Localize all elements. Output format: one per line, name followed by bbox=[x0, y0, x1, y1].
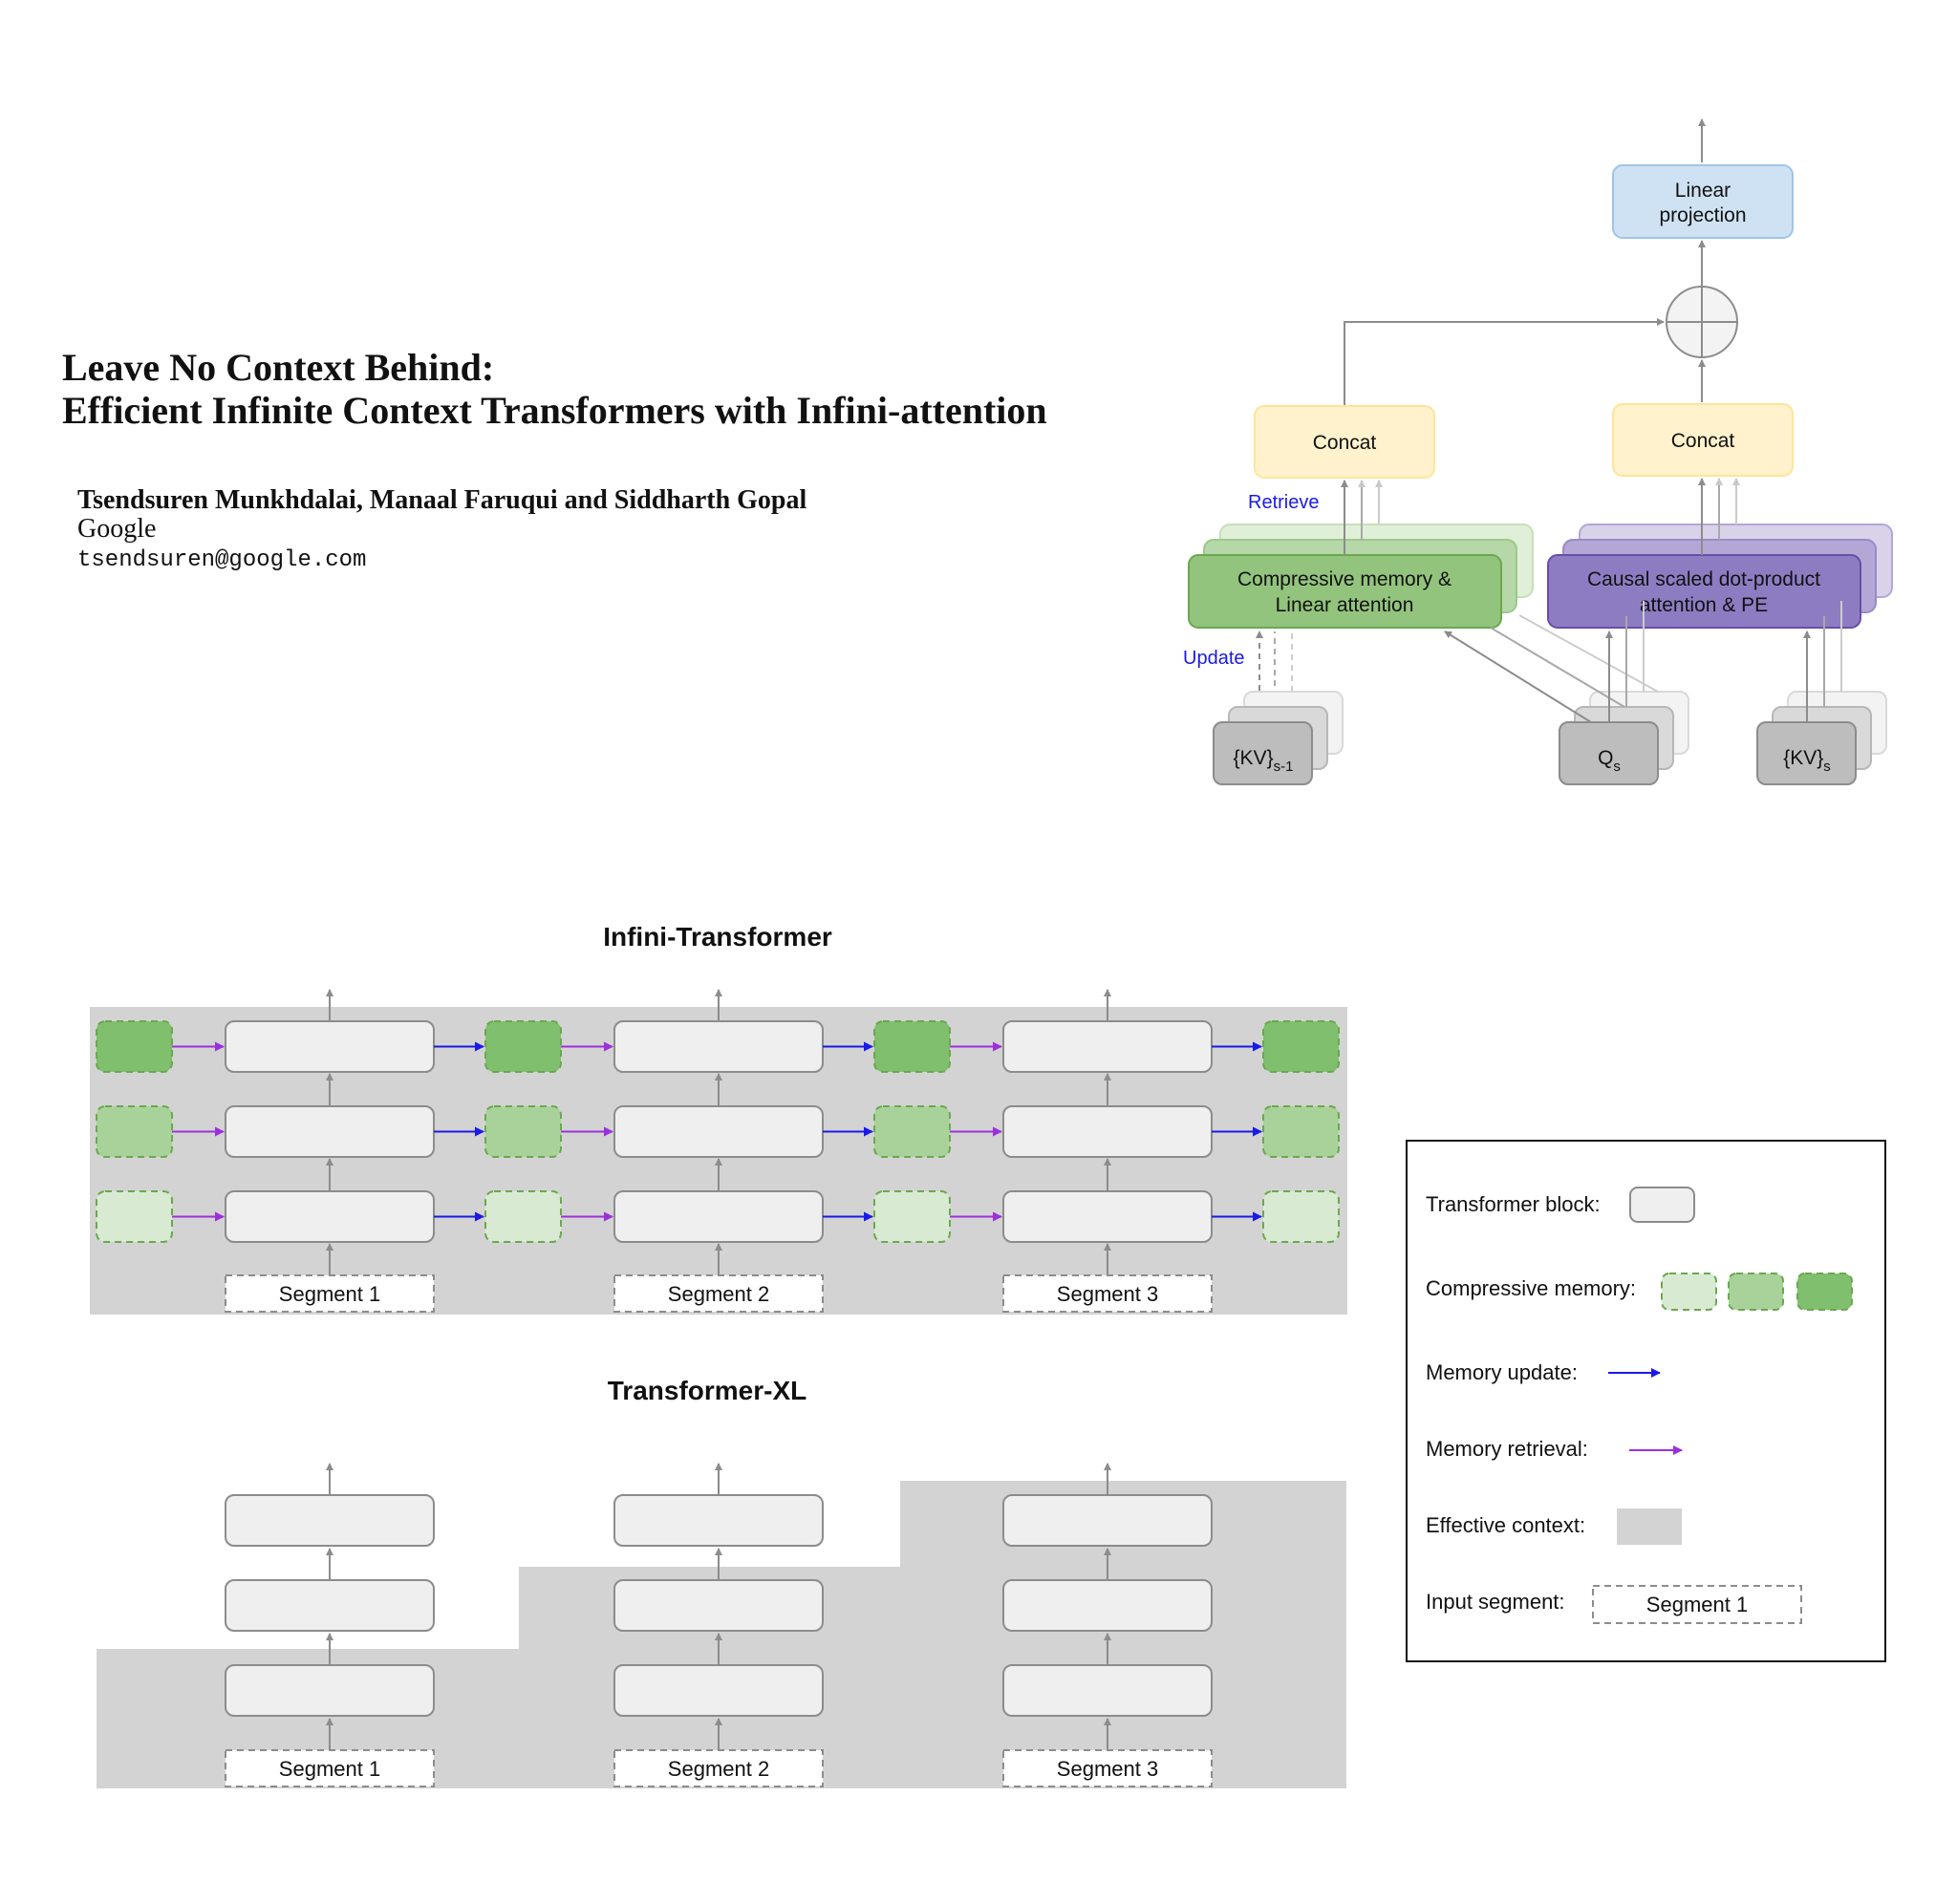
input-segment-box bbox=[1002, 1274, 1213, 1313]
q-block: Qs bbox=[1559, 691, 1689, 785]
legend-memory-retrieval-label: Memory retrieval: bbox=[1426, 1437, 1588, 1461]
compressive-memory-box bbox=[484, 1190, 562, 1243]
transformer-block bbox=[225, 1105, 435, 1158]
input-segment-box bbox=[613, 1274, 824, 1313]
paper-email[interactable]: tsendsuren@google.com bbox=[77, 547, 367, 573]
paper-authors: Tsendsuren Munkhdalai, Manaal Faruqui an… bbox=[77, 485, 807, 515]
transformer-block bbox=[613, 1190, 824, 1243]
infini-transformer-title: Infini-Transformer bbox=[603, 922, 832, 952]
compressive-memory-box bbox=[1262, 1020, 1340, 1073]
legend-memory-dark-swatch bbox=[1796, 1273, 1853, 1311]
kv-current-block: {KV}s bbox=[1756, 691, 1887, 785]
infini-transformer-diagram: Infini-Transformer Segment 1 Segment 2 Seg… bbox=[90, 922, 1347, 1315]
legend-input-segment-label: Input segment: bbox=[1426, 1590, 1565, 1614]
causal-block-label-2: attention & PE bbox=[1640, 594, 1768, 616]
concat-right-label: Concat bbox=[1671, 430, 1735, 452]
legend-effective-context-swatch bbox=[1617, 1508, 1682, 1545]
memory-block-label-1: Compressive memory & bbox=[1237, 568, 1452, 590]
transformer-block bbox=[1002, 1664, 1213, 1717]
transformer-block bbox=[613, 1664, 824, 1717]
compressive-memory-box bbox=[1262, 1105, 1340, 1158]
transformer-block bbox=[1002, 1190, 1213, 1243]
update-label: Update bbox=[1183, 648, 1245, 669]
legend-memory-light-swatch bbox=[1661, 1273, 1717, 1311]
compressive-memory-box bbox=[96, 1105, 173, 1158]
sum-node bbox=[1666, 286, 1738, 358]
compressive-memory-box bbox=[484, 1105, 562, 1158]
transformer-block bbox=[1002, 1579, 1213, 1632]
kv-prev-block: {KV}s-1 bbox=[1213, 691, 1344, 785]
transformer-block bbox=[225, 1664, 435, 1717]
input-segment-box bbox=[1002, 1749, 1213, 1787]
compressive-memory-box bbox=[873, 1190, 951, 1243]
compressive-memory-block: Compressive memory & Linear attention bbox=[1188, 524, 1534, 629]
linear-projection-block: Linear projection bbox=[1612, 164, 1794, 239]
input-segment-box bbox=[225, 1749, 435, 1787]
causal-attention-block: Causal scaled dot-product attention & PE bbox=[1547, 524, 1893, 629]
paper-title-line1: Leave No Context Behind: bbox=[62, 346, 495, 389]
concat-left-label: Concat bbox=[1313, 432, 1377, 454]
paper-affiliation: Google bbox=[77, 514, 157, 544]
transformer-block bbox=[613, 1105, 824, 1158]
input-segment-label: Segment 3 bbox=[1057, 1757, 1158, 1781]
concat-right-block: Concat bbox=[1612, 403, 1794, 477]
linear-projection-label-1: Linear bbox=[1675, 180, 1731, 202]
compressive-memory-box bbox=[96, 1020, 173, 1073]
legend: Transformer block: Compressive memory: M… bbox=[1406, 1140, 1886, 1662]
retrieve-label: Retrieve bbox=[1248, 492, 1319, 513]
transformer-block bbox=[1002, 1020, 1213, 1073]
legend-transformer-block-label: Transformer block: bbox=[1426, 1192, 1601, 1216]
compressive-memory-box bbox=[96, 1190, 173, 1243]
linear-projection-label-2: projection bbox=[1659, 204, 1746, 226]
legend-memory-update-label: Memory update: bbox=[1426, 1360, 1578, 1384]
compressive-memory-box bbox=[1262, 1190, 1340, 1243]
transformer-block bbox=[225, 1190, 435, 1243]
input-segment-box bbox=[225, 1274, 435, 1313]
input-segment-label: Segment 2 bbox=[668, 1757, 769, 1781]
legend-input-segment-swatch bbox=[1592, 1585, 1802, 1624]
legend-memory-mid-swatch bbox=[1728, 1273, 1784, 1311]
paper-title: Leave No Context Behind: Efficient Infin… bbox=[62, 346, 1047, 432]
transformer-block bbox=[225, 1494, 435, 1547]
legend-compressive-memory-label: Compressive memory: bbox=[1426, 1276, 1636, 1300]
causal-block-label-1: Causal scaled dot-product bbox=[1587, 568, 1820, 590]
transformer-block bbox=[225, 1579, 435, 1632]
q-label: Qs bbox=[1598, 747, 1621, 775]
input-segment-label: Segment 2 bbox=[668, 1282, 769, 1306]
transformer-block bbox=[613, 1494, 824, 1547]
legend-transformer-block-swatch bbox=[1629, 1187, 1695, 1223]
infini-attention-diagram: Linear projection Concat Concat Retrieve bbox=[1183, 118, 1893, 785]
kv-current-label: {KV}s bbox=[1783, 747, 1831, 775]
compressive-memory-box bbox=[873, 1105, 951, 1158]
transformer-block bbox=[613, 1020, 824, 1073]
transformer-block bbox=[613, 1579, 824, 1632]
paper-title-line2: Efficient Infinite Context Transformers … bbox=[62, 389, 1047, 432]
memory-block-label-2: Linear attention bbox=[1276, 594, 1414, 616]
transformer-block bbox=[225, 1020, 435, 1073]
transformer-xl-title: Transformer-XL bbox=[608, 1376, 807, 1405]
compressive-memory-box bbox=[484, 1020, 562, 1073]
concat-left-block: Concat bbox=[1254, 405, 1435, 479]
compressive-memory-box bbox=[873, 1020, 951, 1073]
transformer-block bbox=[1002, 1494, 1213, 1547]
legend-effective-context-label: Effective context: bbox=[1426, 1513, 1585, 1537]
transformer-block bbox=[1002, 1105, 1213, 1158]
input-segment-label: Segment 3 bbox=[1057, 1282, 1158, 1306]
input-segment-box bbox=[613, 1749, 824, 1787]
legend-input-segment-example: Segment 1 bbox=[1646, 1593, 1748, 1616]
input-segment-label: Segment 1 bbox=[279, 1282, 380, 1306]
kv-prev-label: {KV}s-1 bbox=[1234, 747, 1294, 775]
input-segment-label: Segment 1 bbox=[279, 1757, 380, 1781]
transformer-xl-diagram: Transformer-XL Segment 1 Segment 2 Segment… bbox=[97, 1376, 1346, 1788]
